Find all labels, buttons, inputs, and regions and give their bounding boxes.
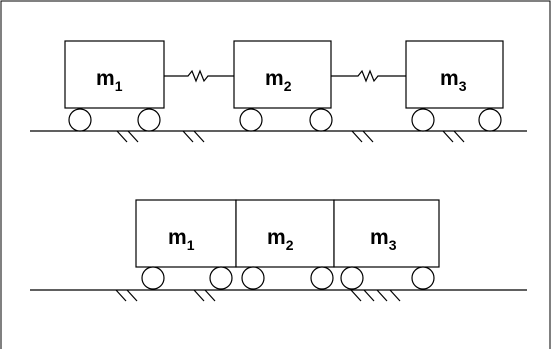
bottom-mass-1-wheel-left <box>141 266 165 290</box>
bottom-mass-2-wheel-right <box>310 266 334 290</box>
top-spring-2-3 <box>331 69 406 83</box>
bottom-mass-1-wheel-right <box>209 266 233 290</box>
svg-text:m2: m2 <box>267 226 294 253</box>
bottom-mass-1-subscript: 1 <box>187 237 195 253</box>
top-mass-3-label: m <box>440 67 459 90</box>
top-mass-2-wheel-left <box>239 108 263 132</box>
bottom-mass-3: m3 <box>333 199 440 290</box>
bottom-mass-3-wheel-right <box>411 266 435 290</box>
bottom-mass-3-label: m <box>370 226 389 249</box>
top-system: m1 m2 m3 <box>30 40 527 143</box>
bottom-system: m1 m2 m3 <box>30 199 527 302</box>
bottom-mass-2: m2 <box>235 199 335 290</box>
top-mass-3-wheel-left <box>411 108 435 132</box>
svg-text:m1: m1 <box>96 67 123 94</box>
bottom-mass-1: m1 <box>135 199 237 290</box>
top-mass-2-wheel-right <box>309 108 333 132</box>
svg-text:m2: m2 <box>265 67 292 94</box>
top-mass-1-label: m <box>96 67 115 90</box>
top-mass-1: m1 <box>64 40 165 132</box>
svg-text:m3: m3 <box>440 67 467 94</box>
bottom-mass-1-label: m <box>168 226 187 249</box>
top-mass-3-wheel-right <box>478 108 502 132</box>
bottom-mass-2-wheel-left <box>241 266 265 290</box>
top-mass-2-label: m <box>265 67 284 90</box>
top-mass-3-subscript: 3 <box>459 78 467 94</box>
svg-text:m3: m3 <box>370 226 397 253</box>
top-mass-1-subscript: 1 <box>115 78 123 94</box>
top-mass-2-subscript: 2 <box>284 78 292 94</box>
bottom-mass-2-label: m <box>267 226 286 249</box>
top-spring-1-2 <box>164 69 234 83</box>
top-mass-1-wheel-right <box>137 108 161 132</box>
bottom-mass-3-wheel-left <box>340 266 364 290</box>
top-ground-hatches <box>116 130 465 143</box>
top-mass-1-wheel-left <box>68 108 92 132</box>
bottom-ground-hatches <box>115 289 401 302</box>
top-mass-2: m2 <box>233 40 333 132</box>
svg-text:m1: m1 <box>168 226 195 253</box>
bottom-mass-2-subscript: 2 <box>286 237 294 253</box>
bottom-mass-3-subscript: 3 <box>389 237 397 253</box>
top-mass-3: m3 <box>405 40 504 132</box>
